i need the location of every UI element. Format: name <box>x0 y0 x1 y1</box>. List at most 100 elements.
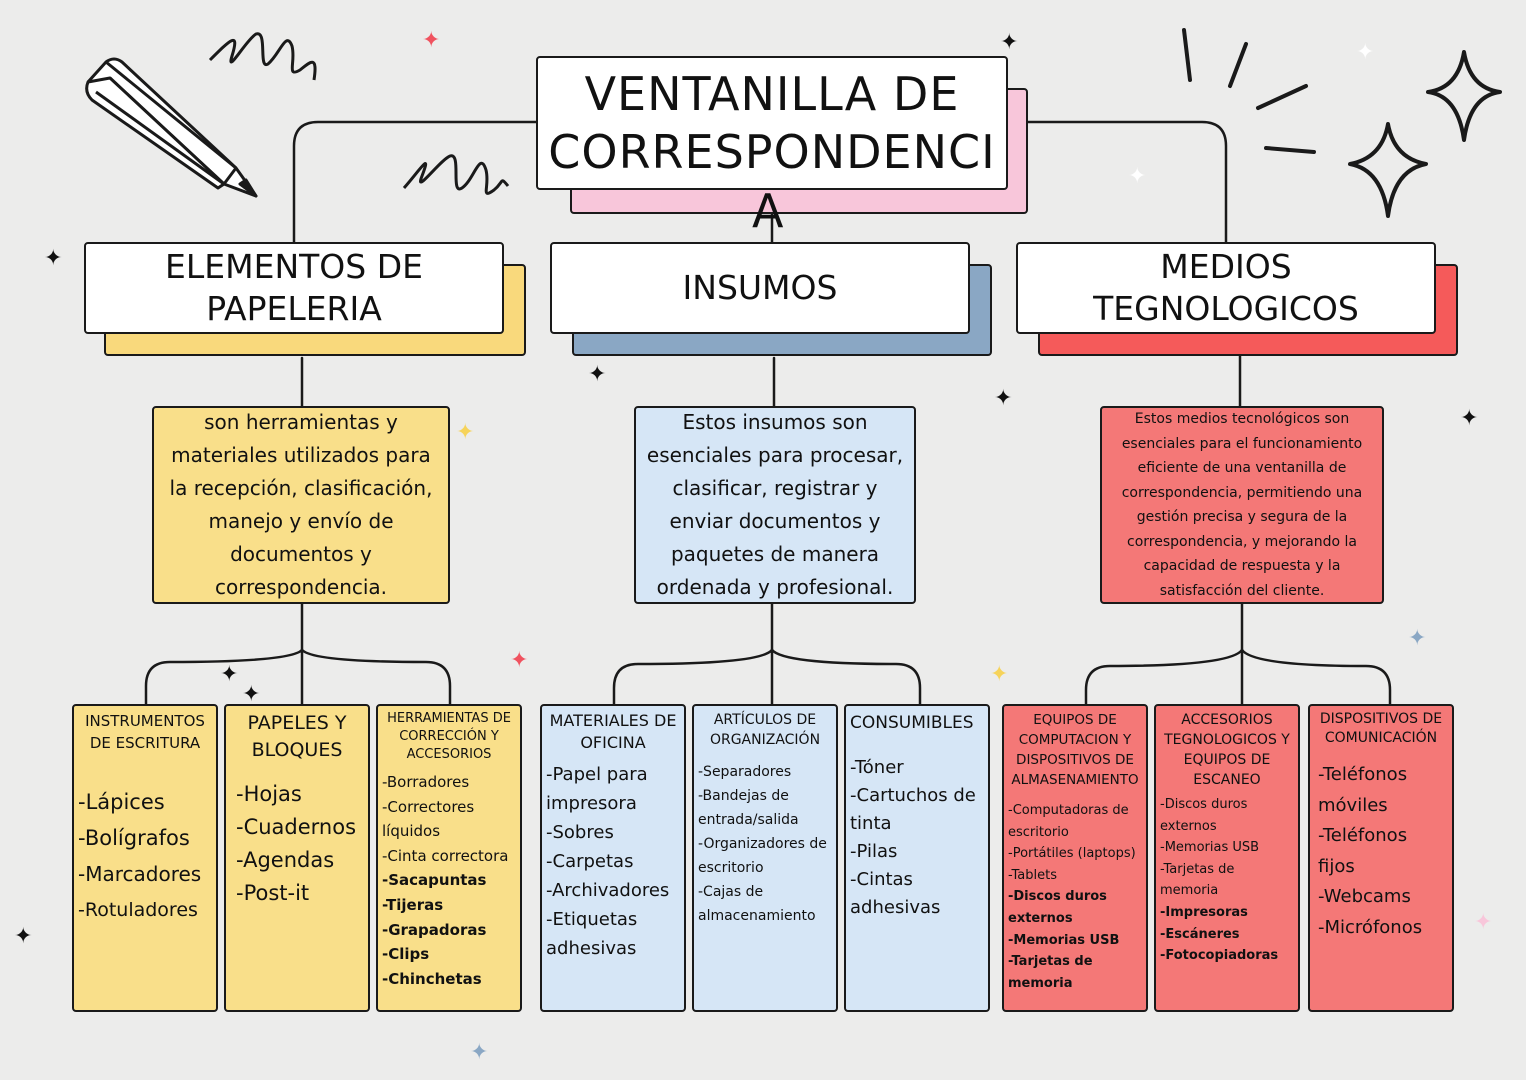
leaf-articulos-organizacion: ARTÍCULOS DE ORGANIZACIÓN -Separadores -… <box>692 704 838 1012</box>
category-label: MEDIOS <box>1160 247 1292 286</box>
category-label: TEGNOLOGICOS <box>1093 289 1359 328</box>
list-item: -Pilas <box>850 841 898 862</box>
leaf-accesorios-tegnologicos: ACCESORIOS TEGNOLOGICOS Y EQUIPOS DE ESC… <box>1154 704 1300 1012</box>
category-medios: MEDIOS TEGNOLOGICOS <box>1016 242 1436 334</box>
star-icon: ✦ <box>1356 40 1375 65</box>
list-item: -Cartuchos de tinta <box>850 785 976 834</box>
list-item: -Post-it <box>236 881 310 905</box>
list-item: -Discos duros externos <box>1160 797 1248 834</box>
list-item: -Carpetas <box>546 851 634 872</box>
category-label: INSUMOS <box>682 268 838 307</box>
leaf-materiales-oficina: MATERIALES DE OFICINA -Papel para impres… <box>540 704 686 1012</box>
list-item: -Papel para impresora <box>546 764 648 814</box>
list-item: -Memorias USB <box>1160 840 1260 856</box>
list-item: -Memorias USB <box>1008 932 1120 948</box>
star-icon: ✦ <box>422 28 441 53</box>
star-icon: ✦ <box>990 662 1009 687</box>
leaf-papeles-bloques: PAPELES Y BLOQUES -Hojas -Cuadernos -Age… <box>224 704 370 1012</box>
list-item: -Teléfonos móviles <box>1318 764 1408 816</box>
pencil-icon <box>85 57 258 198</box>
star-icon: ✦ <box>14 924 33 949</box>
leaf-title: PAPELES Y BLOQUES <box>247 712 347 761</box>
list-item: -Tóner <box>850 757 904 778</box>
leaf-title: MATERIALES DE OFICINA <box>549 711 677 752</box>
list-item: -Separadores <box>698 764 792 780</box>
list-item: -Grapadoras <box>382 920 487 939</box>
sparkle-icon <box>1348 50 1502 218</box>
list-item: -Chinchetas <box>382 969 482 988</box>
list-item: -Rotuladores <box>78 899 198 921</box>
description-insumos: Estos insumos son esenciales para proces… <box>634 406 916 604</box>
leaf-title: INSTRUMENTOS DE ESCRITURA <box>85 712 205 752</box>
list-item: -Computadoras de escritorio <box>1008 803 1129 840</box>
list-item: -Organizadores de escritorio <box>698 836 827 876</box>
star-icon: ✦ <box>456 420 475 445</box>
list-item: -Sobres <box>546 822 614 843</box>
list-item: -Cuadernos <box>236 815 357 839</box>
list-item: -Portátiles (laptops) <box>1008 846 1136 862</box>
star-icon: ✦ <box>1408 626 1427 651</box>
list-item: -Etiquetas adhesivas <box>546 909 638 959</box>
list-item: -Tijeras <box>382 895 444 914</box>
leaf-instrumentos-escritura: INSTRUMENTOS DE ESCRITURA -Lápices -Bolí… <box>72 704 218 1012</box>
leaf-title: EQUIPOS DE COMPUTACION Y DISPOSITIVOS DE… <box>1011 712 1139 788</box>
list-item: -Impresoras <box>1160 904 1248 920</box>
list-item: -Fotocopiadoras <box>1160 948 1279 964</box>
list-item: -Cintas adhesivas <box>850 869 941 918</box>
list-item: -Tablets <box>1008 867 1057 883</box>
star-icon: ✦ <box>994 386 1013 411</box>
star-icon: ✦ <box>44 246 63 271</box>
star-icon: ✦ <box>1460 406 1479 431</box>
list-item: -Tarjetas de memoria <box>1160 861 1235 899</box>
list-item: -Teléfonos fijos <box>1318 825 1408 877</box>
leaf-title: ARTÍCULOS DE ORGANIZACIÓN <box>709 712 821 748</box>
leaf-herramientas-correccion: HERRAMIENTAS DE CORRECCIÓN Y ACCESORIOS … <box>376 704 522 1012</box>
spiral-doodle <box>208 32 510 195</box>
list-item: -Hojas <box>236 782 302 806</box>
list-item: -Sacapuntas <box>382 871 487 890</box>
star-icon: ✦ <box>510 648 529 673</box>
list-item: -Borradores <box>382 773 470 791</box>
list-item: -Tarjetas de memoria <box>1008 954 1093 991</box>
category-label: ELEMENTOS DE <box>165 247 423 286</box>
category-papeleria: ELEMENTOS DE PAPELERIA <box>84 242 504 334</box>
leaf-title: DISPOSITIVOS DE COMUNICACIÓN <box>1319 711 1443 746</box>
star-icon: ✦ <box>242 682 261 707</box>
list-item: -Archivadores <box>546 880 670 901</box>
star-icon: ✦ <box>588 362 607 387</box>
diagram-title: VENTANILLA DE CORRESPONDENCI <box>536 56 1008 190</box>
list-item: -Webcams <box>1318 886 1411 907</box>
list-item: -Cinta correctora <box>382 846 509 865</box>
leaf-consumibles: CONSUMIBLES -Tóner -Cartuchos de tinta -… <box>844 704 990 1012</box>
list-item: -Lápices <box>78 790 165 814</box>
description-medios: Estos medios tecnológicos son esenciales… <box>1100 406 1384 604</box>
star-icon: ✦ <box>470 1040 489 1065</box>
list-item: -Discos duros externos <box>1008 889 1107 926</box>
leaf-title: HERRAMIENTAS DE CORRECCIÓN Y ACCESORIOS <box>387 711 511 762</box>
list-item: -Escáneres <box>1160 926 1240 942</box>
list-item: -Agendas <box>236 848 335 872</box>
leaf-title: CONSUMIBLES <box>850 713 974 733</box>
list-item: -Correctores líquidos <box>382 797 475 841</box>
description-text: Estos medios tecnológicos son esenciales… <box>1121 411 1363 599</box>
description-papeleria: son herramientas y materiales utilizados… <box>152 406 450 604</box>
list-item: -Micrófonos <box>1318 916 1423 938</box>
star-icon: ✦ <box>220 662 239 687</box>
list-item: -Clips <box>382 945 430 964</box>
leaf-dispositivos-comunicacion: DISPOSITIVOS DE COMUNICACIÓN -Teléfonos … <box>1308 704 1454 1012</box>
list-item: -Bandejas de entrada/salida <box>698 788 799 828</box>
title-line-1: VENTANILLA DE <box>584 67 960 121</box>
category-label: PAPELERIA <box>206 289 382 328</box>
leaf-title: ACCESORIOS TEGNOLOGICOS Y EQUIPOS DE ESC… <box>1164 712 1290 788</box>
list-item: -Cajas de almacenamiento <box>698 884 816 924</box>
leaf-equipos-computacion: EQUIPOS DE COMPUTACION Y DISPOSITIVOS DE… <box>1002 704 1148 1012</box>
star-icon: ✦ <box>1474 910 1493 935</box>
burst-lines <box>1182 28 1316 154</box>
description-text: Estos insumos son esenciales para proces… <box>646 410 904 599</box>
star-icon: ✦ <box>1128 164 1147 189</box>
description-text: son herramientas y materiales utilizados… <box>169 410 433 599</box>
title-overflow-letter: A <box>752 184 784 238</box>
title-line-2: CORRESPONDENCI <box>548 125 996 179</box>
star-icon: ✦ <box>1000 30 1019 55</box>
